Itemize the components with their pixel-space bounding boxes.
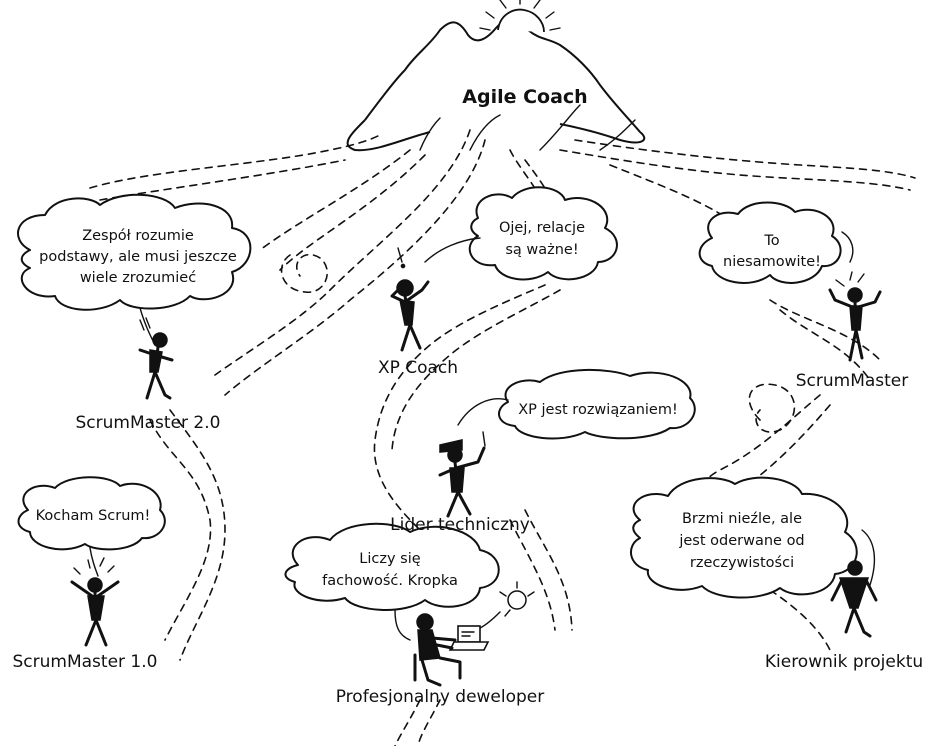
- figure-kierownik: [830, 560, 878, 638]
- bubble-line: Ojej, relacje: [499, 220, 585, 236]
- figure-scrummaster-2: [138, 317, 174, 400]
- peak-label: Agile Coach: [462, 86, 587, 108]
- bubble-line: jest oderwane od: [678, 533, 804, 549]
- bubble-kierownik: Brzmi nieźle, ale jest oderwane od rzecz…: [630, 476, 876, 599]
- figure-deweloper: [413, 581, 535, 687]
- bubble-line: niesamowite!: [723, 254, 821, 270]
- bubble-deweloper: Liczy się fachowość. Kropka: [284, 522, 500, 641]
- paths: [89, 129, 916, 746]
- label-deweloper: Profesjonalny deweloper: [336, 687, 545, 707]
- label-scrummaster-2: ScrumMaster 2.0: [76, 413, 221, 433]
- bubble-line: XP jest rozwiązaniem!: [518, 402, 678, 418]
- bubble-scrummaster: To niesamowite!: [698, 201, 854, 284]
- label-scrummaster-1: ScrumMaster 1.0: [13, 652, 158, 672]
- bubble-lider: XP jest rozwiązaniem!: [457, 369, 696, 440]
- figure-lider: [438, 431, 486, 518]
- label-xp-coach: XP Coach: [378, 358, 458, 378]
- figure-xp-coach: [390, 247, 430, 352]
- bubble-xp-coach: Ojej, relacje są ważne!: [424, 186, 618, 281]
- bubble-scrummaster-1: Kocham Scrum!: [17, 476, 166, 577]
- bubble-line: są ważne!: [505, 242, 578, 258]
- bubble-line: podstawy, ale musi jeszcze: [39, 249, 237, 265]
- bubble-line: Brzmi nieźle, ale: [682, 511, 802, 527]
- laptop-icon: [448, 625, 490, 651]
- label-lider: Lider techniczny: [390, 515, 530, 535]
- bubble-line: Kocham Scrum!: [36, 508, 151, 524]
- label-kierownik: Kierownik projektu: [765, 652, 923, 672]
- bubble-line: To: [763, 233, 779, 249]
- lightbulb-icon: [499, 581, 535, 617]
- sun: [479, 0, 561, 33]
- bubble-line: Zespół rozumie: [82, 228, 194, 244]
- bubble-scrummaster-2: Zespół rozumie podstawy, ale musi jeszcz…: [17, 193, 252, 346]
- bubble-line: Liczy się: [359, 551, 420, 567]
- figure-scrummaster: [828, 271, 882, 362]
- figure-scrummaster-1: [70, 557, 120, 647]
- label-scrummaster: ScrumMaster: [796, 371, 909, 391]
- bubble-line: fachowość. Kropka: [322, 573, 458, 589]
- bubble-line: rzeczywistości: [690, 555, 794, 571]
- bubble-line: wiele zrozumieć: [80, 270, 196, 286]
